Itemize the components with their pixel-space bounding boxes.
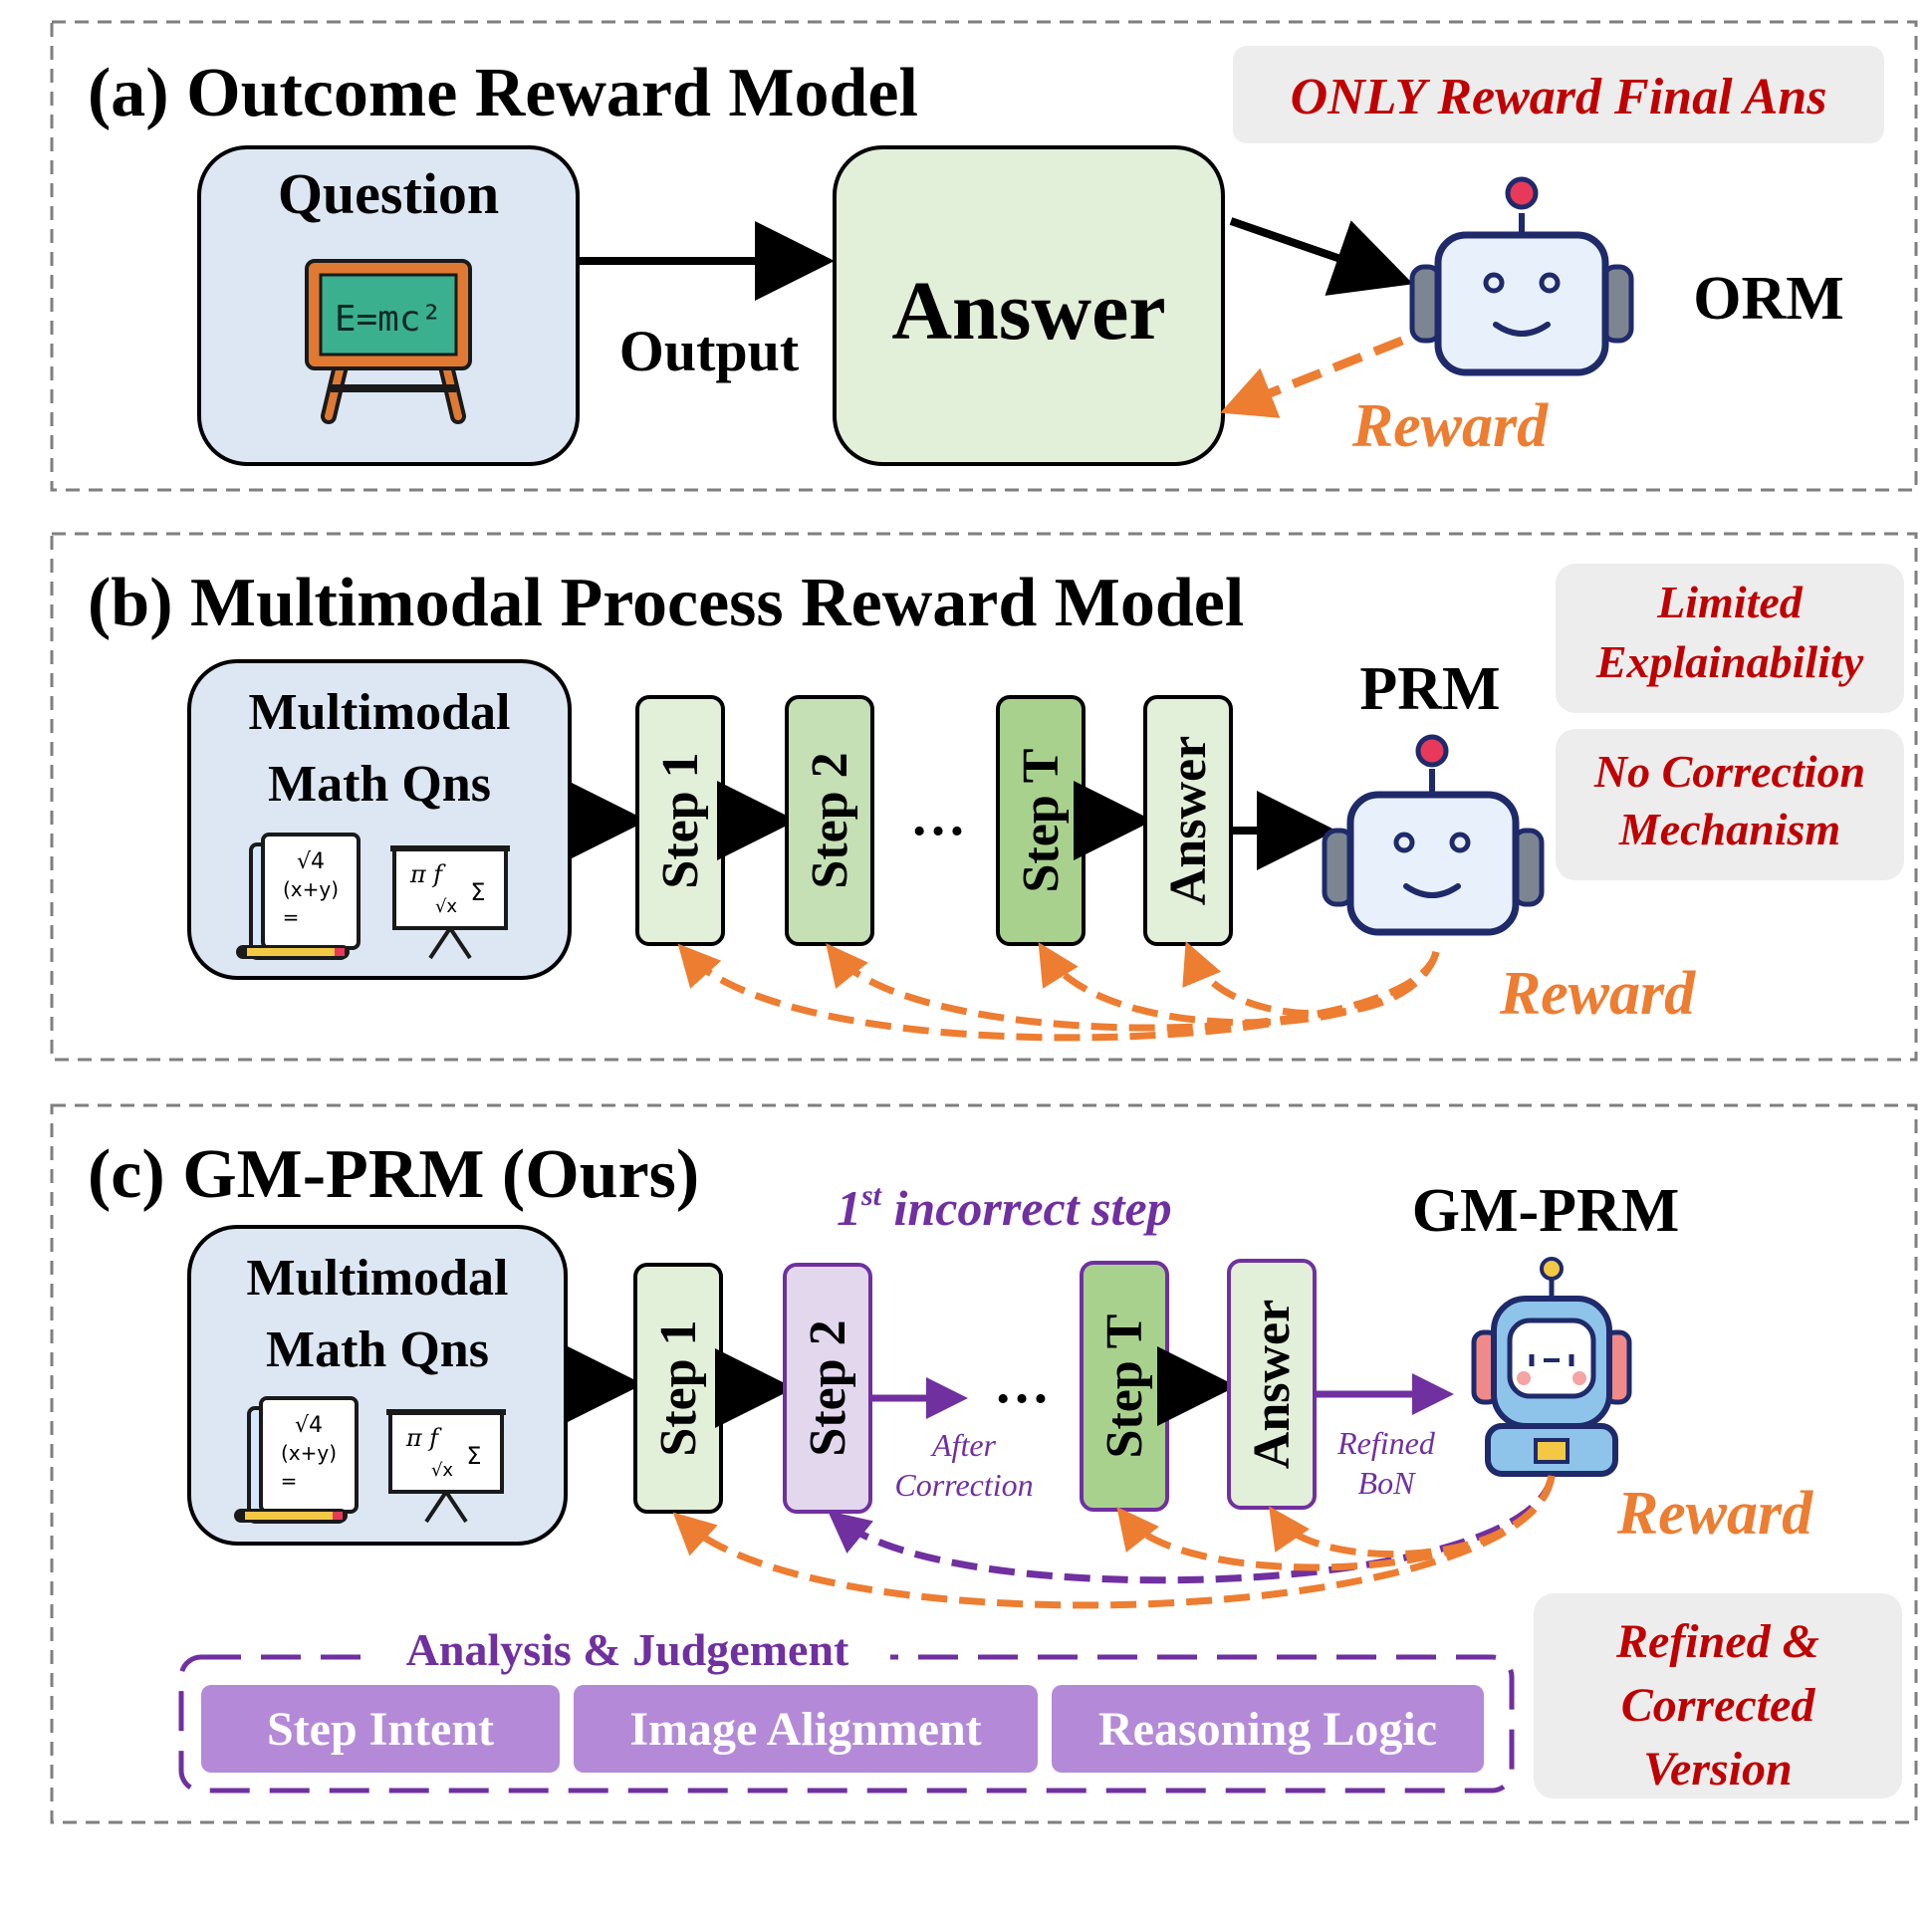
svg-text:π f: π f <box>405 1424 442 1452</box>
analysis-step-intent <box>201 1685 560 1773</box>
orm-reward-arrow <box>1220 336 1404 418</box>
b-answer-label: Answer <box>1160 736 1217 905</box>
c-question-line2: Math Qns <box>266 1321 489 1378</box>
svg-text:(x+y): (x+y) <box>281 1441 337 1465</box>
b-step2-label: Step 2 <box>802 752 858 888</box>
formula-board-icon: π f Σ √x <box>386 1409 506 1524</box>
answer-to-orm-arrow <box>1229 217 1414 296</box>
b-question-line1: Multimodal <box>249 684 511 741</box>
analysis-title-bg <box>362 1629 890 1683</box>
c-question-line1: Multimodal <box>247 1250 509 1307</box>
after-correction-line2: Correction <box>894 1467 1033 1503</box>
question-label: Question <box>278 161 499 226</box>
incorrect-step-label: 1st incorrect step <box>837 1179 1172 1236</box>
panel-b-tag1-line1: Limited <box>1656 577 1804 627</box>
panel-a-frame <box>50 20 1918 492</box>
c-step2-box <box>783 1263 872 1514</box>
c-answer-label: Answer <box>1244 1300 1301 1469</box>
panel-a-title: (a) Outcome Reward Model <box>88 55 918 131</box>
b-stepT-label: Step T <box>1013 749 1070 893</box>
analysis-reasoning-logic-label: Reasoning Logic <box>1098 1703 1437 1756</box>
svg-text:√4: √4 <box>297 849 325 874</box>
c-stepT-label: Step T <box>1096 1315 1153 1459</box>
svg-text:=: = <box>283 905 300 929</box>
refined-bon-line2: BoN <box>1358 1465 1417 1501</box>
board-formula: E=mc² <box>335 299 442 340</box>
robot-icon <box>1409 176 1634 376</box>
svg-text:Σ: Σ <box>466 1442 481 1470</box>
robot-icon <box>1471 1257 1632 1477</box>
panel-c-tag-line3: Version <box>1643 1743 1792 1796</box>
formula-board-icon: π f Σ √x <box>390 845 510 960</box>
svg-text:(x+y): (x+y) <box>283 877 339 901</box>
after-correction-line1: After <box>930 1427 997 1463</box>
b-question-line2: Math Qns <box>268 756 491 813</box>
math-notebook-icon: √4 (x+y) = <box>236 833 361 960</box>
panel-c-title: (c) GM-PRM (Ours) <box>88 1136 699 1213</box>
output-label: Output <box>619 319 800 383</box>
c-step1-label: Step 1 <box>650 1319 707 1456</box>
analysis-reasoning-logic <box>1052 1685 1484 1773</box>
svg-text:√4: √4 <box>295 1413 323 1438</box>
orm-label: ORM <box>1693 265 1844 333</box>
panel-b-tag1-line2: Explainability <box>1595 636 1864 687</box>
gm-prm-reward-label: Reward <box>1616 1480 1813 1548</box>
analysis-image-alignment <box>574 1685 1038 1773</box>
svg-text:Σ: Σ <box>470 878 485 906</box>
math-notebook-icon: √4 (x+y) = <box>234 1396 359 1524</box>
robot-icon <box>1322 734 1545 936</box>
panel-c-frame <box>50 1103 1918 1824</box>
panel-c-tag-line2: Corrected <box>1621 1679 1816 1732</box>
analysis-frame <box>178 1654 1515 1794</box>
chalkboard-icon: E=mc² <box>305 259 472 424</box>
prm-label: PRM <box>1359 655 1500 723</box>
svg-text:√x: √x <box>431 1460 453 1481</box>
panel-c-tag-bg <box>1534 1593 1902 1798</box>
b-step1-label: Step 1 <box>652 752 709 888</box>
answer-box <box>833 145 1225 466</box>
panel-c-tag-line1: Refined & <box>1615 1615 1819 1668</box>
gm-prm-reward-arrows <box>672 1475 1556 1609</box>
gm-prm-label: GM-PRM <box>1412 1177 1680 1245</box>
prm-reward-arrows <box>677 941 1440 1042</box>
panel-b-tag2-line1: No Correction <box>1593 746 1865 797</box>
panel-b-tag2-line2: Mechanism <box>1618 804 1840 854</box>
c-ellipsis: … <box>994 1353 1050 1415</box>
panel-b-title: (b) Multimodal Process Reward Model <box>88 565 1244 641</box>
analysis-title: Analysis & Judgement <box>406 1624 849 1675</box>
panel-a-tag-bg <box>1233 46 1884 143</box>
svg-text:π f: π f <box>409 860 446 888</box>
panel-b-tag1-bg <box>1556 564 1904 713</box>
analysis-step-intent-label: Step Intent <box>267 1703 494 1756</box>
svg-text:=: = <box>281 1469 298 1493</box>
b-ellipsis: … <box>910 786 966 847</box>
panel-b-frame <box>50 532 1918 1062</box>
svg-text:√x: √x <box>435 896 457 917</box>
answer-label: Answer <box>891 265 1165 358</box>
panel-b-tag2-bg <box>1556 729 1904 880</box>
orm-reward-label: Reward <box>1351 392 1549 460</box>
c-step2-label: Step 2 <box>800 1319 856 1456</box>
panel-a-tag: ONLY Reward Final Ans <box>1291 69 1827 125</box>
refined-bon-line1: Refined <box>1336 1425 1436 1461</box>
analysis-image-alignment-label: Image Alignment <box>629 1703 981 1756</box>
prm-reward-label: Reward <box>1499 960 1696 1028</box>
